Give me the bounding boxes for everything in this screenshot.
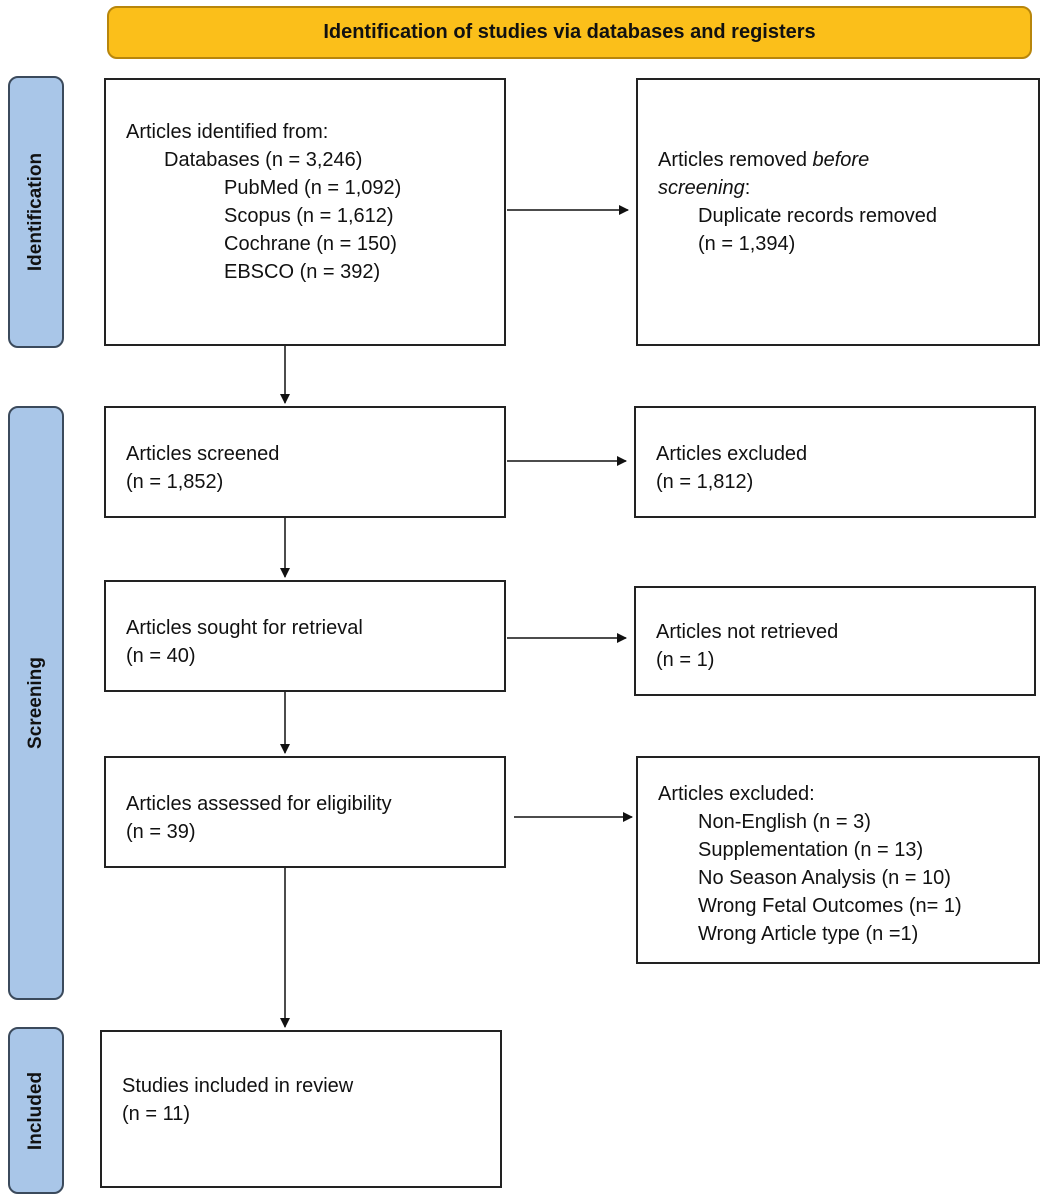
- sought-label: Articles sought for retrieval: [126, 617, 363, 639]
- screened-count: (n = 1,852): [126, 471, 224, 493]
- excluded-reason-fetal-outcomes: Wrong Fetal Outcomes (n= 1): [698, 895, 962, 917]
- excluded-reason-article-type: Wrong Article type (n =1): [698, 923, 919, 945]
- excluded-eligibility-box: Articles excluded: Non-English (n = 3) S…: [636, 756, 1040, 964]
- identified-heading: Articles identified from:: [126, 121, 329, 143]
- excluded-reason-non-english: Non-English (n = 3): [698, 811, 871, 833]
- excluded-eligibility-heading: Articles excluded:: [658, 783, 815, 805]
- excluded-screening-label: Articles excluded: [656, 443, 808, 465]
- identified-source-ebsco: EBSCO (n = 392): [224, 261, 381, 283]
- not-retrieved-label: Articles not retrieved: [656, 621, 839, 643]
- screened-box: Articles screened (n = 1,852): [104, 406, 506, 518]
- removed-box: Articles removed before screening: Dupli…: [636, 78, 1040, 346]
- not-retrieved-count: (n = 1): [656, 649, 715, 671]
- assessed-label: Articles assessed for eligibility: [126, 793, 392, 815]
- screened-label: Articles screened: [126, 443, 280, 465]
- flow-header: Identification of studies via databases …: [107, 6, 1032, 59]
- included-label: Studies included in review: [122, 1075, 354, 1097]
- sought-count: (n = 40): [126, 645, 196, 667]
- removed-line-2: screening:: [658, 177, 751, 199]
- identified-source-scopus: Scopus (n = 1,612): [224, 205, 394, 227]
- included-box: Studies included in review (n = 11): [100, 1030, 502, 1188]
- identified-databases: Databases (n = 3,246): [164, 149, 363, 171]
- not-retrieved-box: Articles not retrieved (n = 1): [634, 586, 1036, 696]
- phase-included: Included: [8, 1027, 64, 1194]
- header-title: Identification of studies via databases …: [323, 21, 816, 43]
- phase-identification: Identification: [8, 76, 64, 348]
- identified-source-cochrane: Cochrane (n = 150): [224, 233, 397, 255]
- phase-screening: Screening: [8, 406, 64, 1000]
- identified-source-pubmed: PubMed (n = 1,092): [224, 177, 402, 199]
- sought-box: Articles sought for retrieval (n = 40): [104, 580, 506, 692]
- assessed-count: (n = 39): [126, 821, 196, 843]
- excluded-screening-count: (n = 1,812): [656, 471, 754, 493]
- excluded-screening-box: Articles excluded (n = 1,812): [634, 406, 1036, 518]
- removed-count: (n = 1,394): [698, 233, 796, 255]
- excluded-reason-supplementation: Supplementation (n = 13): [698, 839, 924, 861]
- removed-line-1: Articles removed before: [658, 149, 870, 171]
- assessed-box: Articles assessed for eligibility (n = 3…: [104, 756, 506, 868]
- excluded-reason-no-season: No Season Analysis (n = 10): [698, 867, 951, 889]
- identified-box: Articles identified from: Databases (n =…: [104, 78, 506, 346]
- removed-detail: Duplicate records removed: [698, 205, 937, 227]
- included-count: (n = 11): [122, 1103, 190, 1125]
